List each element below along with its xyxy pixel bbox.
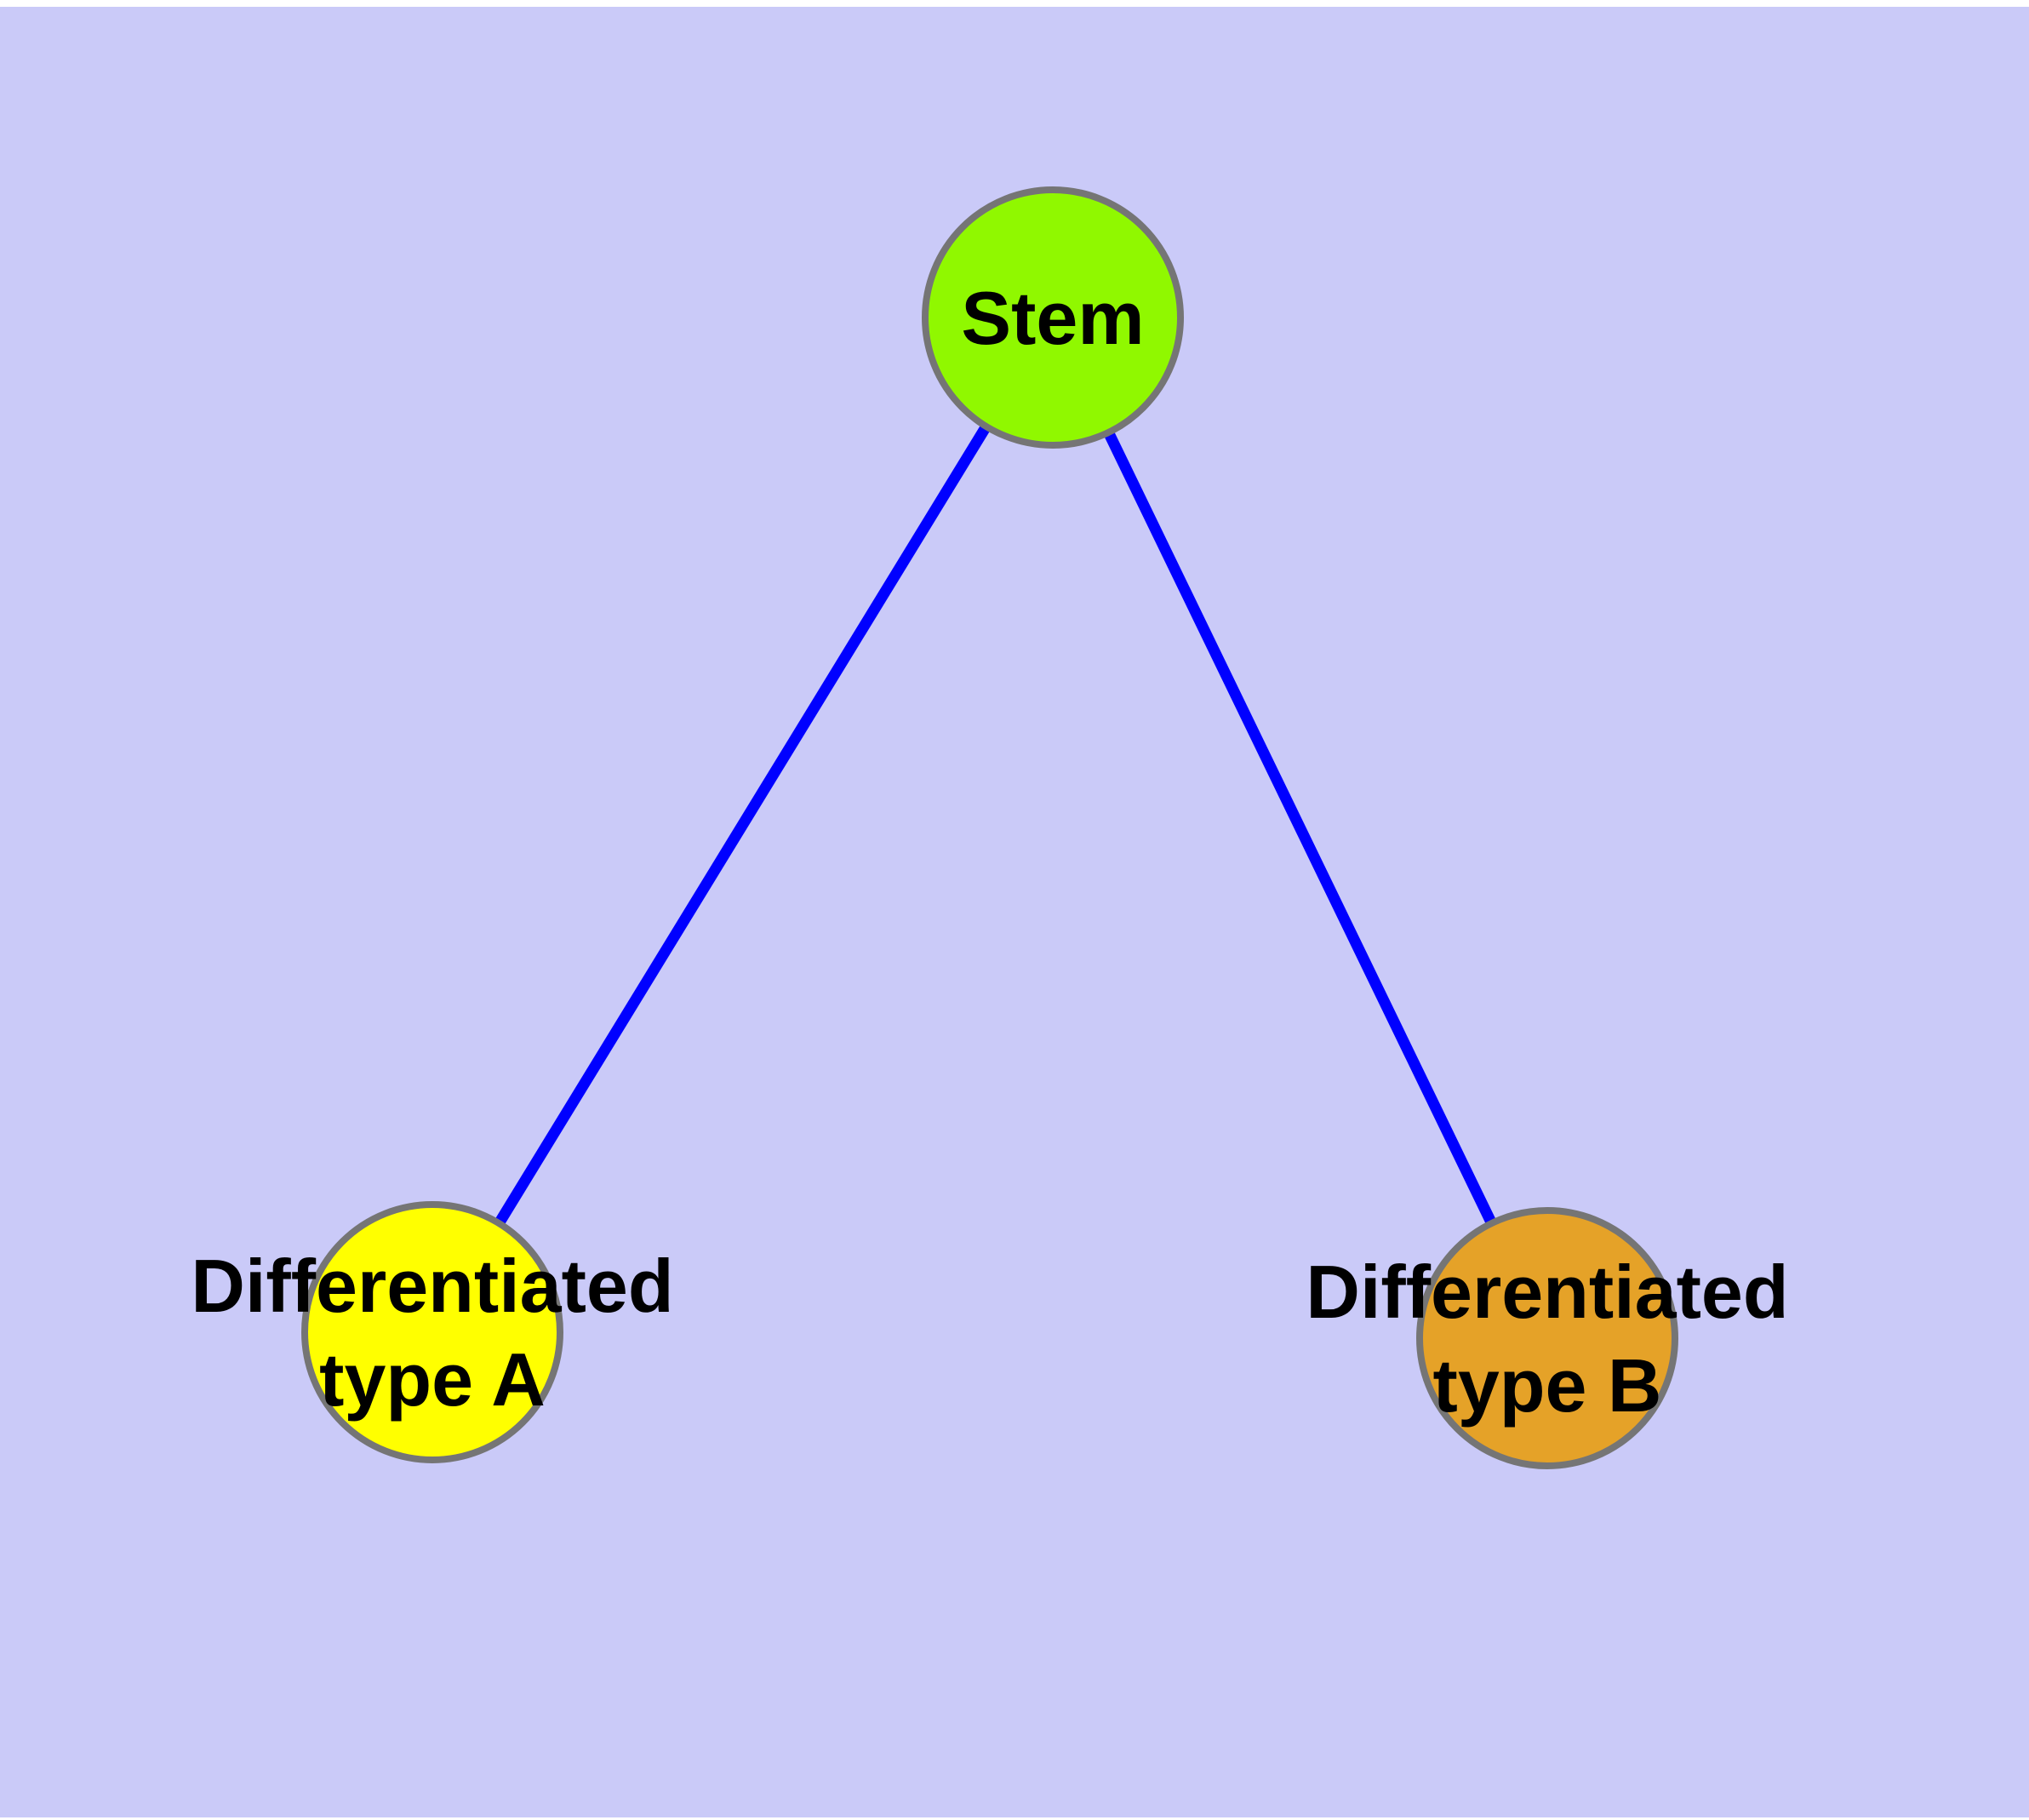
node-type-b bbox=[1416, 1207, 1678, 1469]
node-label-type-b-line-1: Differentiated bbox=[1306, 1250, 1788, 1334]
edge-stem-to-type-b bbox=[1048, 315, 1552, 1341]
node-label-type-b-line-2: type B bbox=[1433, 1343, 1662, 1428]
node-label-stem-line-1: Stem bbox=[961, 276, 1144, 360]
edge-stem-to-type-a bbox=[427, 314, 1058, 1336]
node-label-type-a-line-1: Differentiated bbox=[191, 1244, 673, 1328]
node-type-a bbox=[301, 1201, 563, 1463]
node-stem bbox=[922, 186, 1184, 449]
edge-layer bbox=[427, 314, 1552, 1341]
node-layer bbox=[301, 186, 1678, 1469]
node-label-type-a-line-2: type A bbox=[319, 1337, 546, 1422]
